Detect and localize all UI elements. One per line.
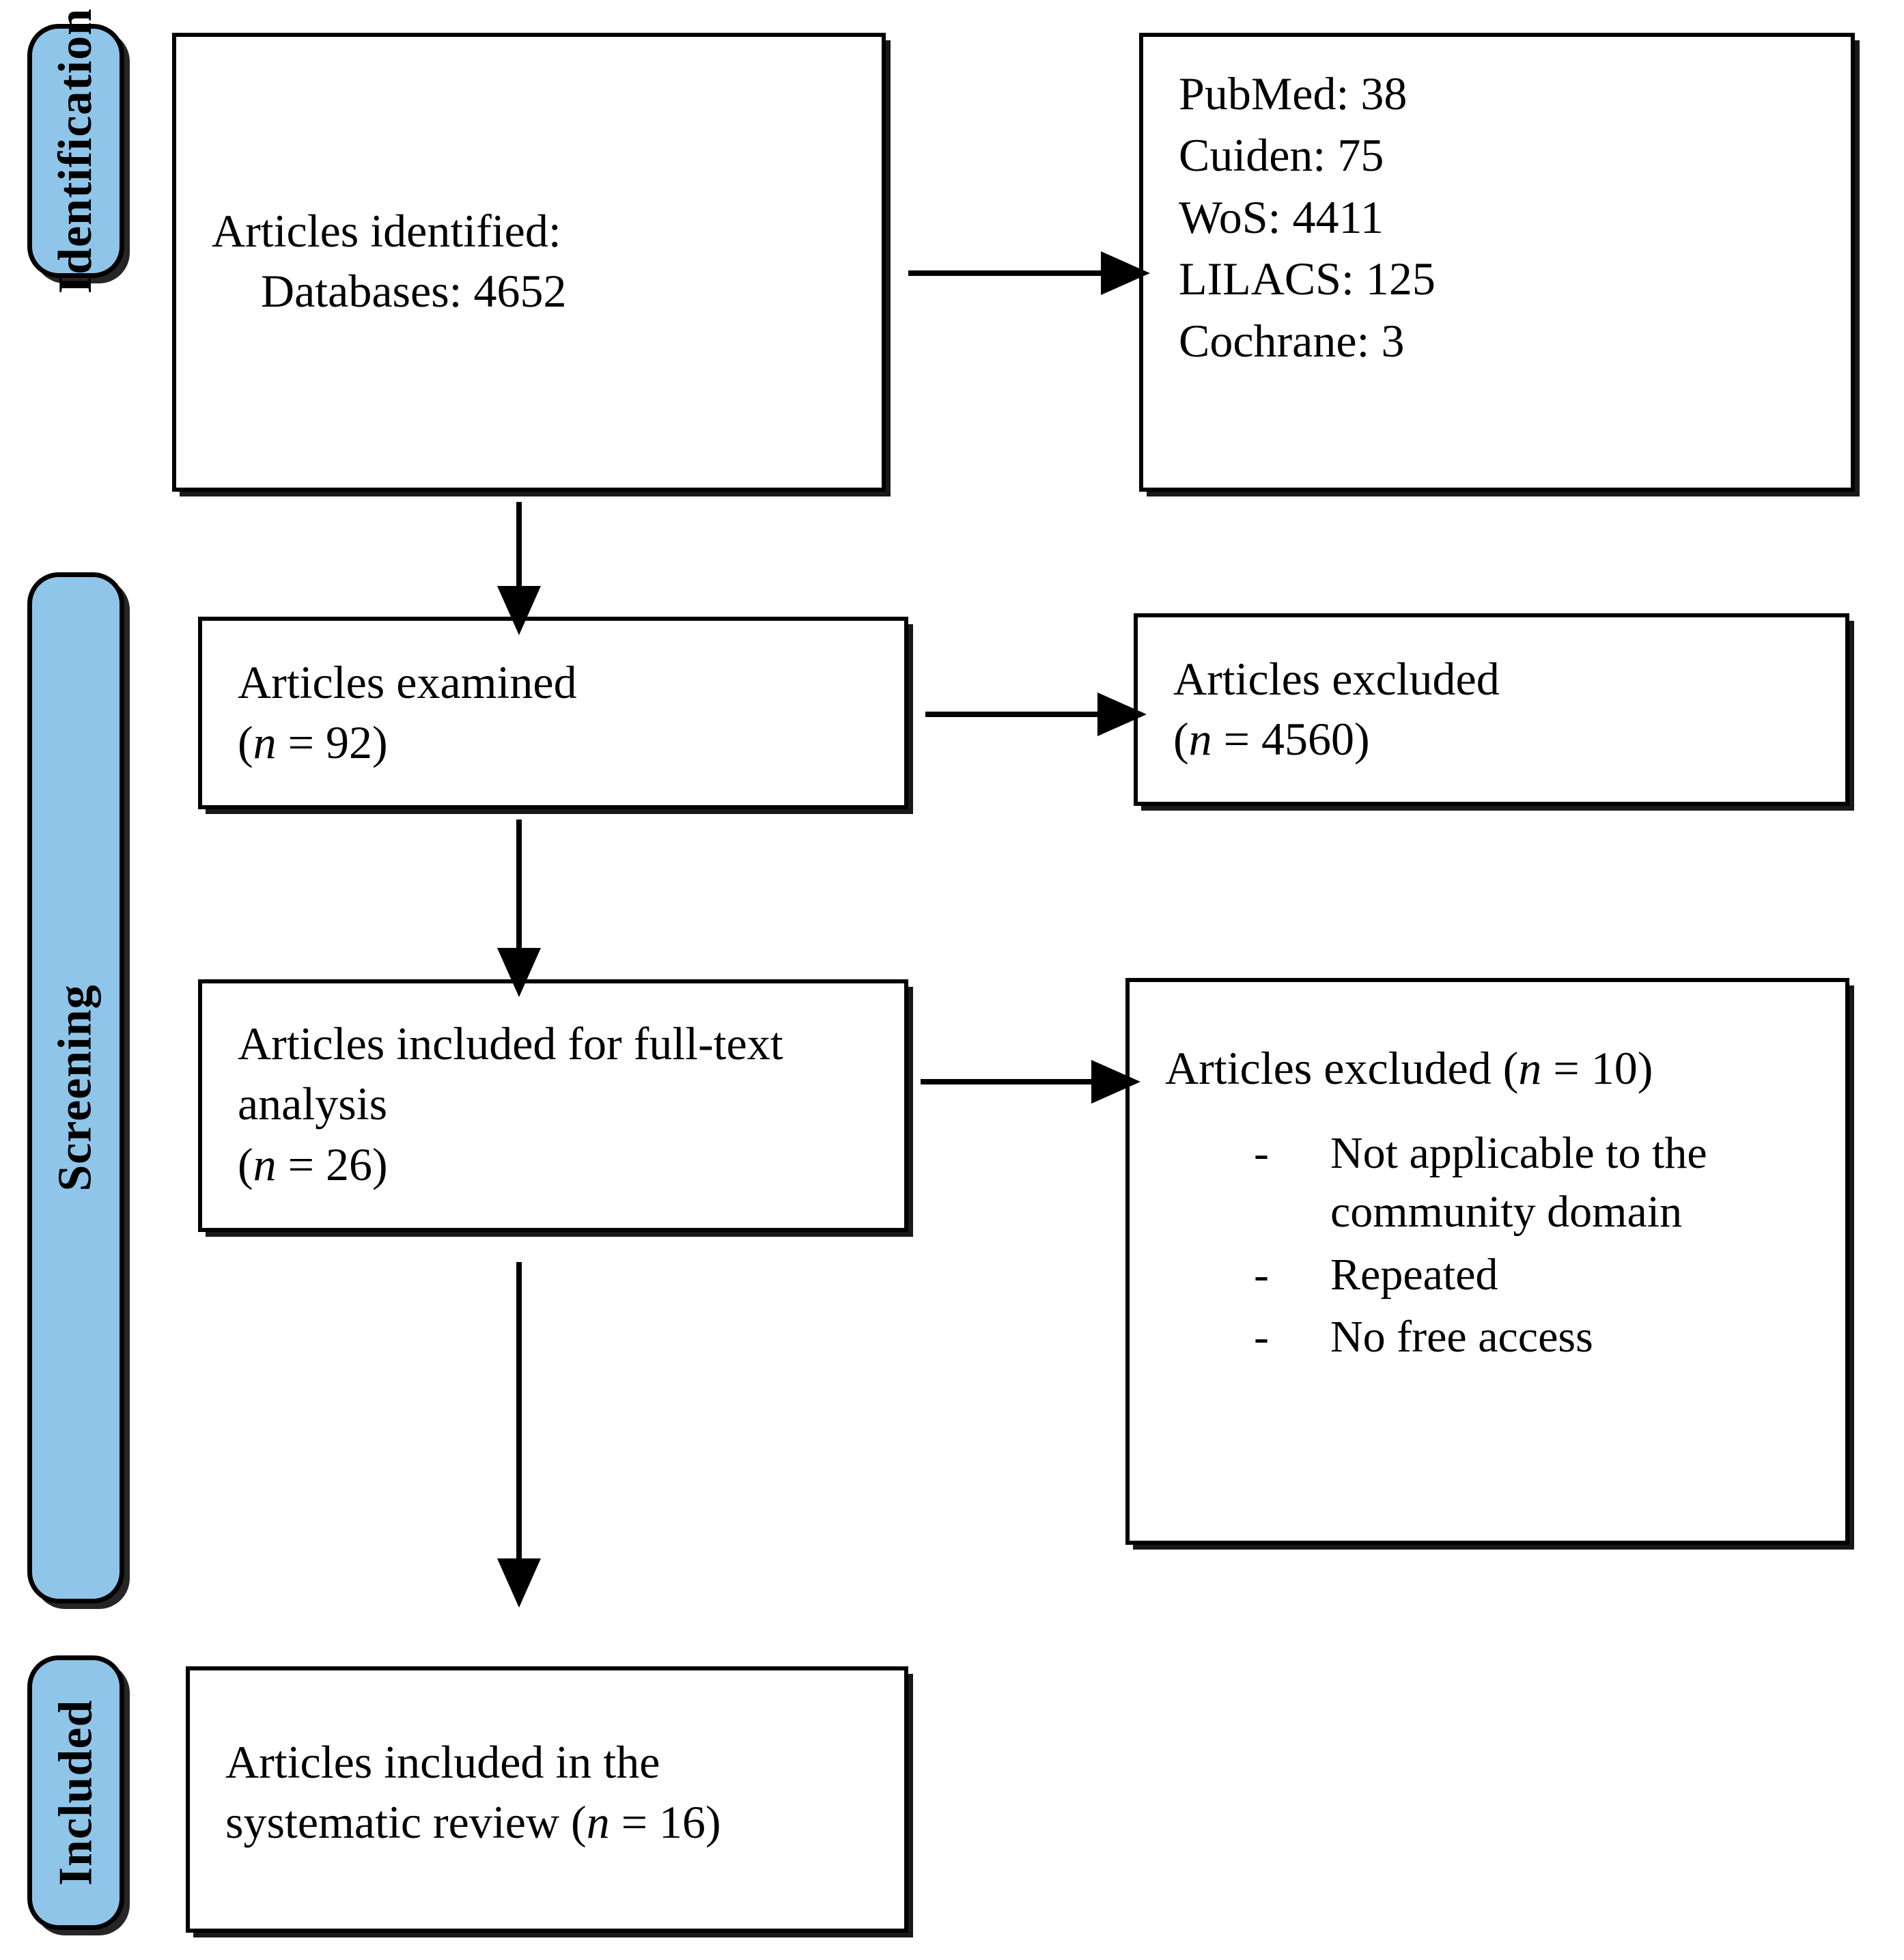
stage-label-included: Included xyxy=(49,1699,102,1886)
stage-bar-included: Included xyxy=(27,1655,124,1930)
box-articles-included-final: Articles included in the systematic revi… xyxy=(186,1666,908,1933)
articles-included-final-line1: Articles included in the xyxy=(225,1736,660,1788)
stage-bar-identification: Identification xyxy=(27,8,124,294)
n-value: = 26) xyxy=(276,1138,388,1190)
box-database-sources: PubMed: 38 Cuiden: 75 WoS: 4411 LILACS: … xyxy=(1139,33,1855,492)
exclusion-reason-text: Not applicable to the community domain xyxy=(1330,1128,1707,1237)
articles-examined-line1: Articles examined xyxy=(238,656,577,708)
box-articles-excluded-screening: Articles excluded (n = 4560) xyxy=(1134,613,1849,806)
paren-open: ( xyxy=(238,1138,253,1190)
articles-excluded-screening-count: (n = 4560) xyxy=(1173,709,1818,769)
database-source-item: LILACS: 125 xyxy=(1179,253,1436,305)
exclusion-reason-text: No free access xyxy=(1330,1312,1593,1362)
exclusion-reason-item: - Not applicable to the community domain xyxy=(1254,1124,1810,1242)
database-source-item: WoS: 4411 xyxy=(1179,191,1384,243)
articles-identified-line2: Databases: 4652 xyxy=(261,265,567,318)
articles-excluded-screening-line1: Articles excluded xyxy=(1173,653,1500,705)
articles-included-final-line2: systematic review (n = 16) xyxy=(225,1792,877,1852)
n-symbol: n xyxy=(253,716,277,769)
paren-open: ( xyxy=(238,716,253,769)
stage-bar-screening: Screening xyxy=(27,572,124,1604)
articles-fulltext-line2: analysis xyxy=(238,1078,388,1130)
database-source-item: PubMed: 38 xyxy=(1179,68,1408,120)
exclusion-reason-list: - Not applicable to the community domain… xyxy=(1254,1124,1810,1371)
bullet-dash-icon: - xyxy=(1254,1128,1269,1178)
paren-open: ( xyxy=(1173,713,1189,766)
database-source-item: Cochrane: 3 xyxy=(1179,314,1405,367)
articles-excluded-fulltext-heading: Articles excluded (n = 10) xyxy=(1165,1038,1818,1098)
articles-fulltext-count: (n = 26) xyxy=(238,1134,877,1194)
exclusion-reason-item: - Repeated xyxy=(1254,1246,1810,1304)
stage-label-identification: Identification xyxy=(49,8,102,294)
n-symbol: n xyxy=(1518,1042,1542,1094)
bullet-dash-icon: - xyxy=(1254,1312,1269,1362)
database-source-item: Cuiden: 75 xyxy=(1179,129,1384,182)
box-articles-identified: Articles identified: Databases: 4652 xyxy=(172,33,886,492)
heading-before: Articles excluded ( xyxy=(1165,1042,1519,1094)
n-symbol: n xyxy=(586,1796,610,1849)
n-value: = 92) xyxy=(276,716,388,769)
stage-label-screening: Screening xyxy=(49,984,102,1192)
articles-fulltext-line1: Articles included for full-text xyxy=(238,1018,783,1069)
n-value: = 4560) xyxy=(1212,713,1370,766)
n-symbol: n xyxy=(1188,713,1212,766)
articles-examined-count: (n = 92) xyxy=(238,712,877,772)
heading-after: = 10) xyxy=(1541,1042,1653,1094)
bullet-dash-icon: - xyxy=(1254,1249,1269,1300)
line2-after: = 16) xyxy=(609,1796,721,1849)
box-articles-excluded-fulltext: Articles excluded (n = 10) - Not applica… xyxy=(1125,978,1849,1545)
line2-before: systematic review ( xyxy=(225,1796,587,1849)
articles-identified-line1: Articles identified: xyxy=(212,205,561,257)
n-symbol: n xyxy=(253,1138,277,1190)
exclusion-reason-item: - No free access xyxy=(1254,1308,1810,1367)
box-articles-fulltext-analysis: Articles included for full-text analysis… xyxy=(198,979,908,1232)
database-source-list: PubMed: 38 Cuiden: 75 WoS: 4411 LILACS: … xyxy=(1179,63,1436,372)
box-articles-examined: Articles examined (n = 92) xyxy=(198,617,908,809)
exclusion-reason-text: Repeated xyxy=(1330,1249,1498,1300)
